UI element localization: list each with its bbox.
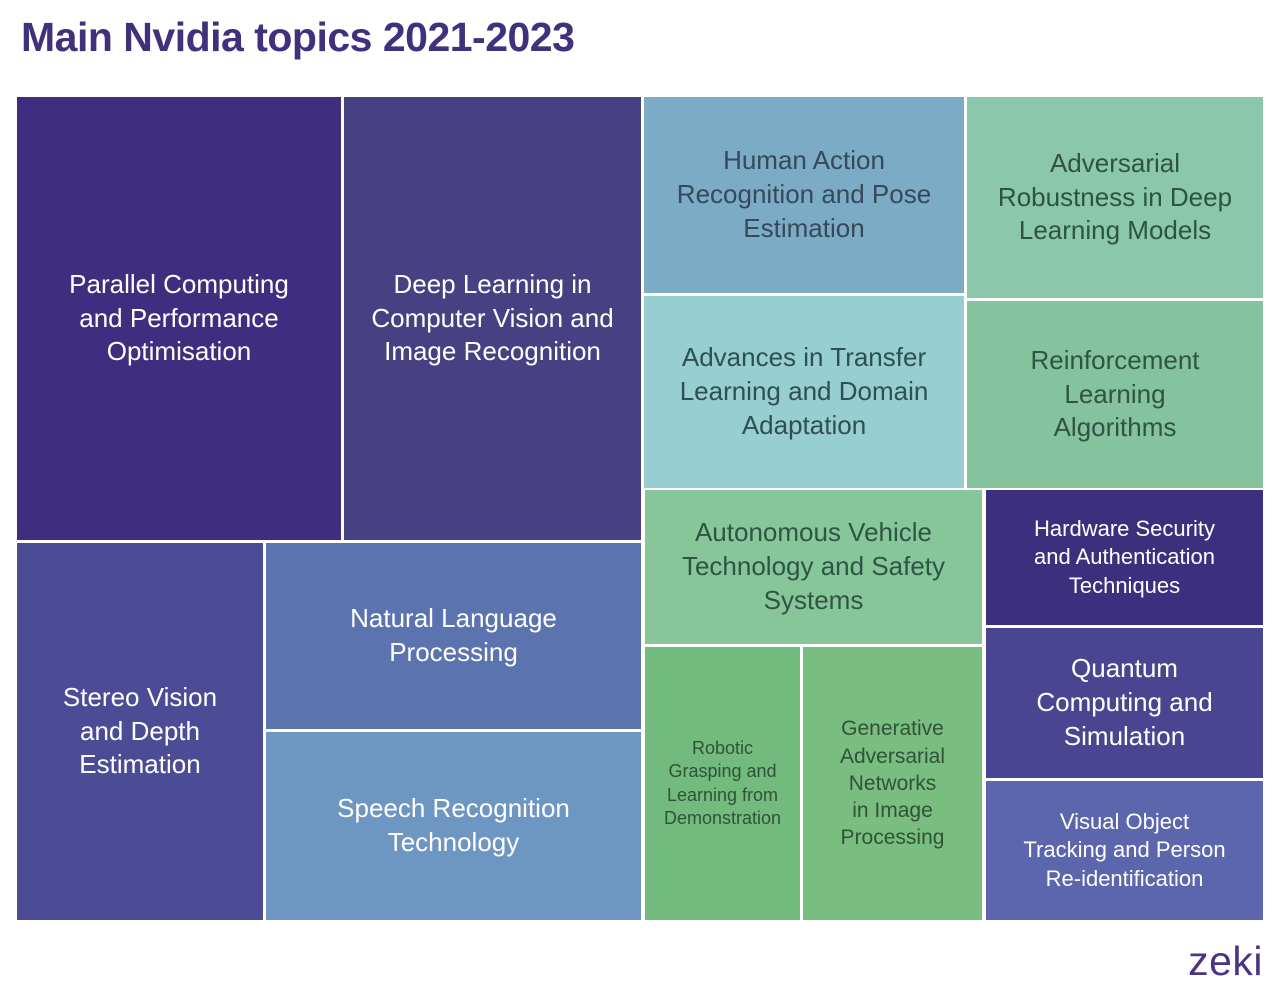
page-title: Main Nvidia topics 2021-2023 <box>21 14 575 60</box>
zeki-logo: zeki <box>1188 938 1263 984</box>
